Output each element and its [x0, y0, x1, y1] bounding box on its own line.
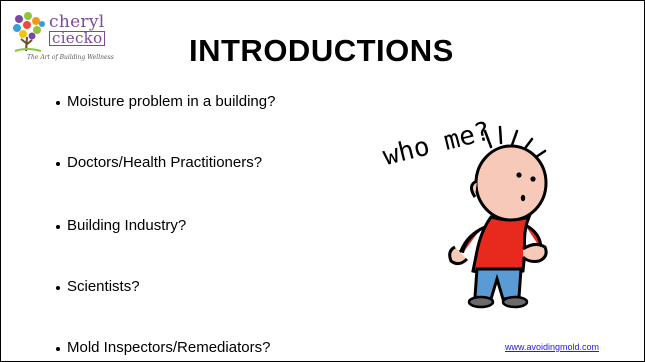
- bullet-item: Mold Inspectors/Remediators?: [56, 339, 275, 356]
- logo-wordmark: cheryl ciecko: [49, 12, 106, 46]
- footer-website-link[interactable]: www.avoidingmold.com: [505, 342, 600, 352]
- cartoon-shirt: [471, 214, 532, 276]
- logo-last-name: ciecko: [49, 31, 106, 46]
- cartoon-caption: who me?: [380, 116, 494, 172]
- logo-tagline: The Art of Building Wellness: [27, 54, 114, 61]
- tree-logo-icon: [13, 12, 45, 52]
- bullet-item: Scientists?: [56, 278, 275, 295]
- logo-first-name: cheryl: [49, 12, 105, 32]
- logo: cheryl ciecko The Art of Building Wellne…: [9, 9, 127, 69]
- slide-title: INTRODUCTIONS: [189, 33, 454, 68]
- bullet-list: Moisture problem in a building? Doctors/…: [56, 93, 275, 356]
- cartoon-head: [474, 144, 548, 222]
- bullet-item: Moisture problem in a building?: [56, 93, 275, 110]
- who-me-cartoon: who me?: [380, 116, 548, 309]
- cartoon-pants: [473, 267, 523, 301]
- bullet-item: Building Industry?: [56, 217, 275, 234]
- bullet-item: Doctors/Health Practitioners?: [56, 154, 275, 171]
